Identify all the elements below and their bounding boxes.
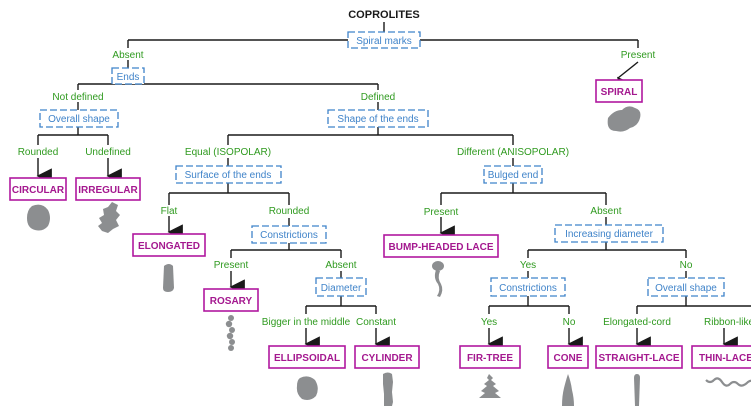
- result-spiral: SPIRAL: [595, 79, 643, 103]
- fir-tree-coprolite-image: [479, 374, 501, 398]
- question-label: Constrictions: [260, 230, 318, 241]
- question-label: Surface of the ends: [185, 170, 272, 181]
- question-shape-of-ends: Shape of the ends: [327, 109, 429, 128]
- result-straight-lace: STRAIGHT-LACE: [595, 345, 683, 369]
- answer-labels: Absent Present Not defined Defined Round…: [18, 50, 751, 328]
- circular-coprolite-image: [27, 204, 50, 231]
- question-increasing-diameter: Increasing diameter: [554, 224, 664, 243]
- answer-present: Present: [214, 260, 249, 271]
- question-label: Bulged end: [488, 170, 539, 181]
- result-rosary: ROSARY: [203, 288, 259, 312]
- result-label: SPIRAL: [601, 87, 638, 98]
- result-irregular: IRREGULAR: [75, 177, 141, 201]
- question-label: Overall shape: [48, 114, 110, 125]
- result-cone: CONE: [547, 345, 589, 369]
- result-fir-tree: FIR-TREE: [459, 345, 521, 369]
- elongated-coprolite-image: [163, 264, 174, 292]
- cylinder-coprolite-image: [383, 372, 393, 406]
- result-label: ELONGATED: [138, 241, 200, 252]
- diagram-title: COPROLITES: [348, 9, 420, 21]
- result-label: CONE: [554, 353, 583, 364]
- question-bulged-end: Bulged end: [483, 165, 543, 184]
- result-label: STRAIGHT-LACE: [598, 353, 679, 364]
- question-overall-shape-2: Overall shape: [647, 277, 725, 297]
- question-constrictions-1: Constrictions: [251, 225, 327, 244]
- result-bump-headed-lace: BUMP-HEADED LACE: [383, 234, 499, 258]
- result-cylinder: CYLINDER: [354, 345, 420, 369]
- spiral-coprolite-image: [607, 106, 641, 132]
- result-label: CIRCULAR: [12, 185, 65, 196]
- question-label: Spiral marks: [356, 36, 412, 47]
- answer-present: Present: [621, 50, 656, 61]
- result-ellipsoidal: ELLIPSOIDAL: [268, 345, 346, 369]
- result-label: THIN-LACE: [699, 353, 751, 364]
- question-label: Ends: [117, 72, 140, 83]
- question-diameter: Diameter: [315, 277, 367, 297]
- answer-no: No: [680, 260, 693, 271]
- answer-rounded: Rounded: [269, 206, 310, 217]
- answer-no: No: [563, 317, 576, 328]
- result-label: BUMP-HEADED LACE: [389, 242, 494, 253]
- result-label: IRREGULAR: [78, 185, 138, 196]
- answer-yes: Yes: [481, 317, 497, 328]
- question-label: Increasing diameter: [565, 229, 653, 240]
- answer-absent: Absent: [590, 206, 621, 217]
- answer-flat: Flat: [161, 206, 178, 217]
- question-constrictions-2: Constrictions: [490, 277, 566, 297]
- answer-not-defined: Not defined: [52, 92, 103, 103]
- bump-headed-lace-coprolite-image: [432, 261, 444, 297]
- irregular-coprolite-image: [98, 202, 120, 233]
- answer-bigger-in-the-middle: Bigger in the middle: [262, 317, 351, 328]
- answer-different-anisopolar: Different (ANISOPOLAR): [457, 147, 569, 158]
- question-spiral-marks: Spiral marks: [347, 31, 421, 49]
- answer-elongated-cord: Elongated-cord: [603, 317, 671, 328]
- answer-yes: Yes: [520, 260, 536, 271]
- question-ends: Ends: [111, 67, 145, 85]
- rosary-coprolite-image: [225, 315, 235, 351]
- straight-lace-coprolite-image: [634, 374, 640, 406]
- cone-coprolite-image: [562, 374, 574, 406]
- answer-absent: Absent: [325, 260, 356, 271]
- answer-equal-isopolar: Equal (ISOPOLAR): [185, 147, 271, 158]
- answer-present: Present: [424, 207, 459, 218]
- question-label: Diameter: [321, 283, 362, 294]
- answer-rounded: Rounded: [18, 147, 59, 158]
- result-label: ROSARY: [210, 296, 253, 307]
- result-label: ELLIPSOIDAL: [274, 353, 340, 364]
- answer-ribbon-like: Ribbon-like: [704, 317, 751, 328]
- result-label: CYLINDER: [361, 353, 413, 364]
- ellipsoidal-coprolite-image: [296, 376, 318, 400]
- thin-lace-coprolite-image: [705, 377, 751, 387]
- question-label: Overall shape: [655, 283, 717, 294]
- result-circular: CIRCULAR: [9, 177, 67, 201]
- result-label: FIR-TREE: [467, 353, 513, 364]
- question-label: Constrictions: [499, 283, 557, 294]
- question-surface-of-ends: Surface of the ends: [175, 165, 282, 184]
- coprolite-illustrations: [27, 106, 751, 406]
- answer-defined: Defined: [361, 92, 395, 103]
- result-thin-lace: THIN-LACE: [691, 345, 751, 369]
- answer-absent: Absent: [112, 50, 143, 61]
- result-elongated: ELONGATED: [132, 233, 206, 257]
- answer-undefined: Undefined: [85, 147, 131, 158]
- connector-lines: [36, 22, 751, 352]
- answer-constant: Constant: [356, 317, 396, 328]
- question-overall-shape-1: Overall shape: [39, 109, 119, 128]
- question-label: Shape of the ends: [337, 114, 418, 125]
